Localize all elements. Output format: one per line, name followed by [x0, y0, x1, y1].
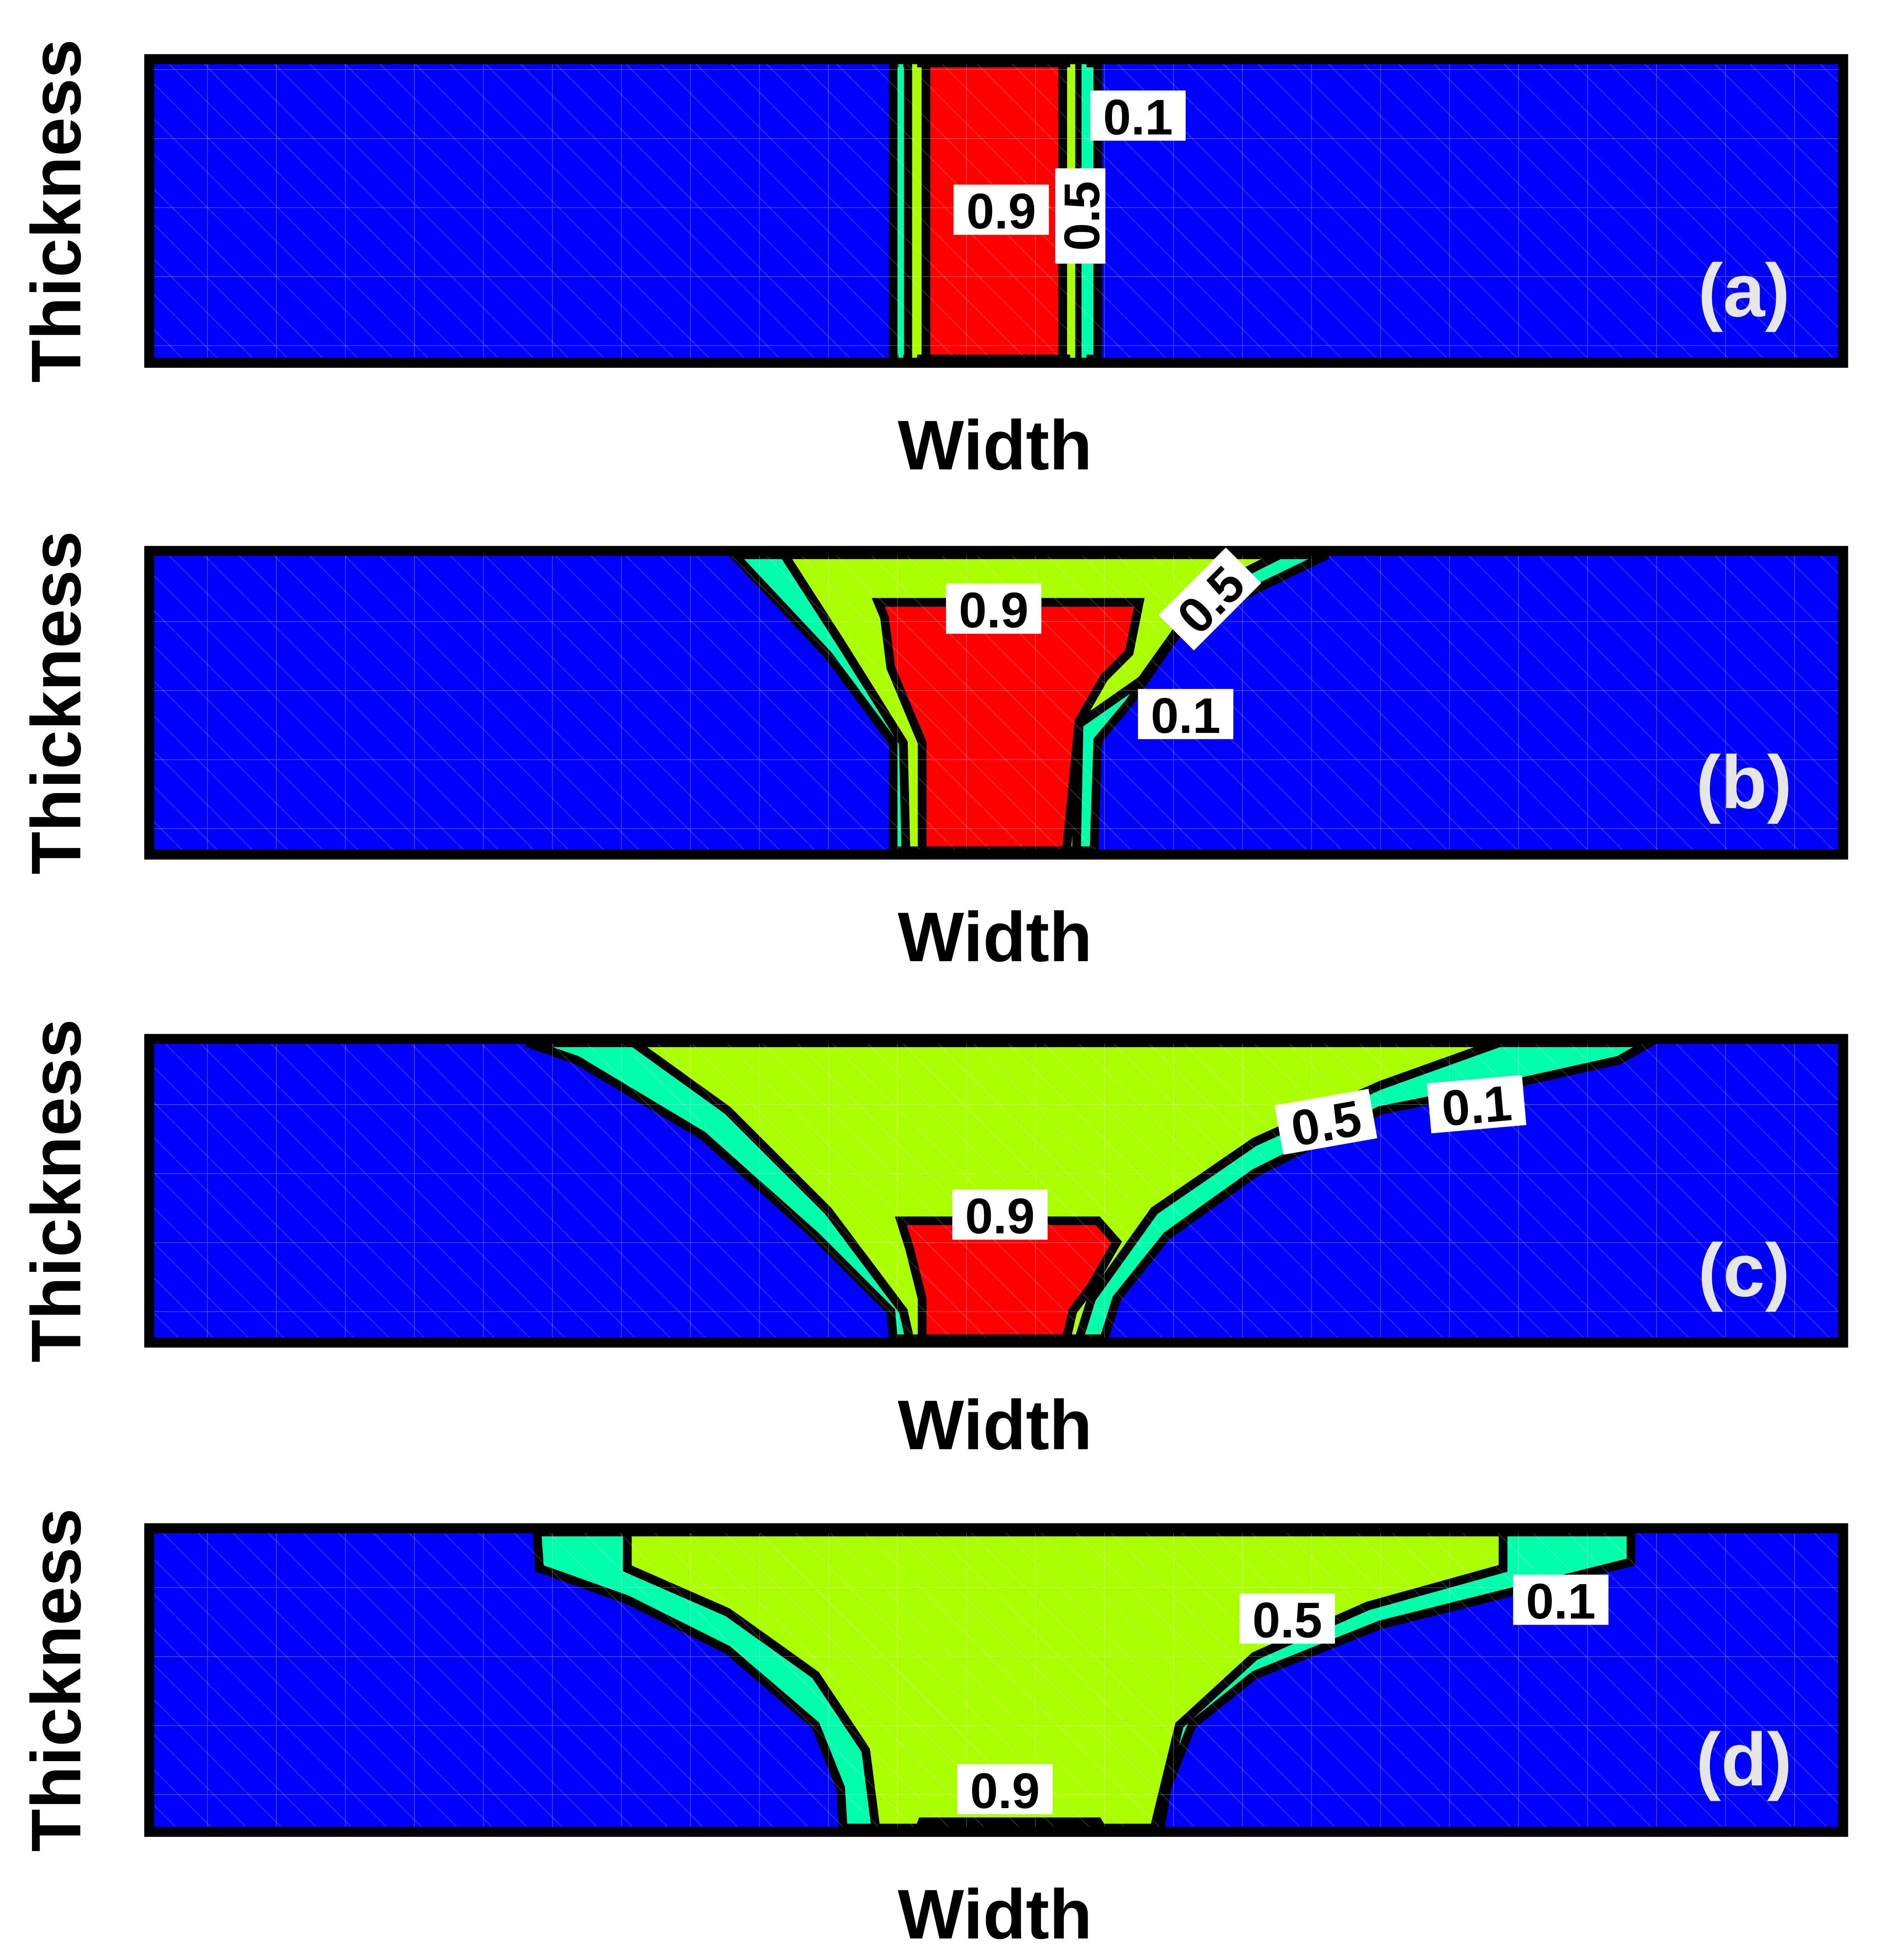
panel-border	[144, 54, 1848, 368]
contour-label: 0.9	[946, 582, 1041, 638]
contour-label-text: 0.1	[1526, 1574, 1596, 1629]
x-axis-label: Width	[898, 406, 1092, 484]
x-axis-label: Width	[898, 1386, 1092, 1464]
y-axis-label: Thickness	[17, 1508, 95, 1852]
panel-border	[144, 1523, 1848, 1837]
panel-letter: (c)	[1698, 1228, 1790, 1312]
panel-a: 0.1 0.9 0.5 (a) Width Thickness	[17, 39, 1848, 484]
contour-label-bg	[1274, 1089, 1378, 1155]
contour-label: 0.9	[957, 1763, 1053, 1819]
contour-label-text: 0.5	[1253, 1593, 1322, 1649]
contour-label-bg	[1513, 1574, 1609, 1625]
panel-letter: (a)	[1698, 249, 1790, 333]
contour-label-text: 0.9	[965, 1188, 1035, 1244]
x-axis-label: Width	[898, 1875, 1092, 1954]
contour-label: 0.9	[953, 183, 1049, 239]
panel-border	[144, 1034, 1848, 1348]
contour-label: 0.1	[1513, 1574, 1609, 1629]
panel-letter: (b)	[1696, 740, 1792, 824]
contour-label-text: 0.5	[1054, 181, 1110, 251]
contour-label-text: 0.5	[1287, 1090, 1366, 1157]
contour-label: 0.1	[1427, 1075, 1526, 1137]
contour-label-bg	[1158, 547, 1261, 650]
contour-label-text: 0.1	[1103, 90, 1173, 145]
contour-label-bg	[952, 1189, 1048, 1240]
contour-label: 0.1	[1138, 688, 1233, 744]
y-axis-label: Thickness	[17, 1019, 95, 1363]
contour-label-text: 0.9	[959, 582, 1028, 638]
y-axis-label: Thickness	[17, 39, 95, 383]
y-axis-label: Thickness	[17, 531, 95, 874]
contour-label-bg	[1427, 1075, 1526, 1134]
contour-label: 0.5	[1274, 1089, 1378, 1157]
panel-border	[144, 546, 1848, 860]
contour-label-bg	[1055, 168, 1105, 264]
contour-label: 0.5	[1240, 1593, 1335, 1649]
contour-label-bg	[1090, 90, 1186, 141]
contour-label-bg	[946, 583, 1041, 634]
contour-label-bg	[1240, 1593, 1335, 1644]
panel-c: 0.9 0.5 0.1 (c) Width Thickness	[17, 1019, 1848, 1464]
contour-label-bg	[1138, 689, 1233, 739]
contour-label: 0.5	[1054, 168, 1110, 264]
panel-d: 0.9 0.5 0.1 (d) Width Thickness	[17, 1508, 1848, 1954]
x-axis-label: Width	[898, 898, 1092, 976]
contour-label-text: 0.9	[967, 183, 1036, 239]
panel-letter: (d)	[1696, 1718, 1792, 1802]
contour-label-text: 0.1	[1440, 1075, 1514, 1137]
contour-label-text: 0.1	[1151, 688, 1221, 744]
contour-label-text: 0.9	[970, 1763, 1040, 1819]
contour-label: 0.9	[952, 1188, 1048, 1244]
contour-label-bg	[953, 184, 1049, 235]
contour-label: 0.1	[1090, 90, 1186, 145]
contour-label-bg	[957, 1764, 1053, 1815]
